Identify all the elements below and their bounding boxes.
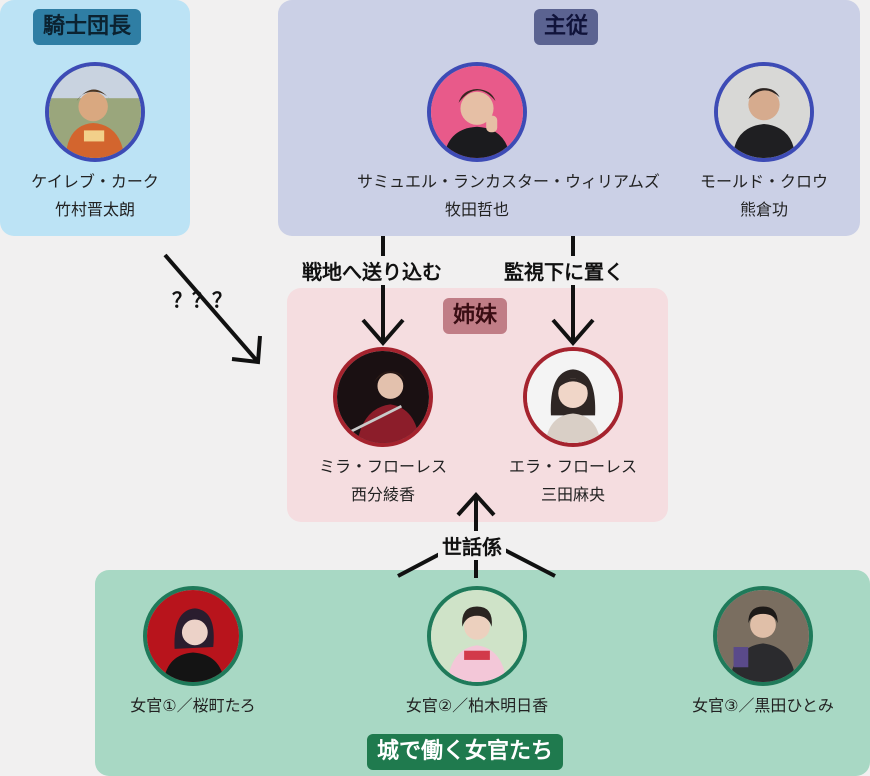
- person-maid2: 女官②／柏木明日香: [357, 586, 597, 720]
- avatar-maid2: [427, 586, 527, 686]
- portrait-icon: [431, 590, 523, 682]
- person-maid1: 女官①／桜町たろ: [73, 586, 313, 720]
- arrow-put-under-surveillance: [551, 236, 595, 347]
- character-name: エラ・フローレス: [508, 457, 637, 476]
- person-maid3: 女官③／黒田ひとみ: [643, 586, 870, 720]
- relation-label-watch: 監視下に置く: [500, 256, 628, 285]
- maid-name: 女官②／柏木明日香: [405, 696, 549, 715]
- avatar-maid3: [713, 586, 813, 686]
- actor-name: 三田麻央: [540, 485, 605, 504]
- relation-label-unknown: ？？？: [172, 288, 232, 312]
- group-title-master-servant: 主従: [534, 9, 599, 45]
- group-title-knight-captain: 騎士団長: [33, 9, 142, 45]
- avatar-mould: [714, 62, 814, 162]
- avatar-caleb: [45, 62, 145, 162]
- person-era: エラ・フローレス 三田麻央: [453, 347, 693, 509]
- portrait-icon: [147, 590, 239, 682]
- portrait-icon: [431, 66, 523, 158]
- actor-name: 熊倉功: [739, 200, 788, 219]
- maid-name: 女官①／桜町たろ: [130, 696, 256, 715]
- person-mira: ミラ・フローレス 西分綾香: [263, 347, 503, 509]
- group-title-court-ladies: 城で働く女官たち: [367, 734, 564, 770]
- character-name: ミラ・フローレス: [318, 457, 447, 476]
- avatar-samuel: [427, 62, 527, 162]
- avatar-maid1: [143, 586, 243, 686]
- group-title-sisters: 姉妹: [443, 298, 508, 334]
- portrait-icon: [717, 590, 809, 682]
- relation-label-care: 世話係: [438, 531, 506, 560]
- portrait-icon: [337, 351, 429, 443]
- person-caleb: ケイレブ・カーク 竹村晋太朗: [0, 62, 215, 224]
- arrow-unknown-relation: [163, 253, 262, 365]
- character-name: モールド・クロウ: [699, 172, 828, 191]
- actor-name: 竹村晋太朗: [54, 200, 135, 219]
- actor-name: 牧田哲也: [444, 200, 509, 219]
- character-name: サミュエル・ランカスター・ウィリアムズ: [357, 172, 660, 191]
- person-samuel: サミュエル・ランカスター・ウィリアムズ 牧田哲也: [357, 62, 660, 224]
- avatar-era: [523, 347, 623, 447]
- actor-name: 西分綾香: [350, 485, 415, 504]
- person-mould: モールド・クロウ 熊倉功: [644, 62, 870, 224]
- portrait-icon: [49, 66, 141, 158]
- avatar-mira: [333, 347, 433, 447]
- maid-name: 女官③／黒田ひとみ: [692, 696, 834, 715]
- arrow-send-to-battlefield: [361, 236, 405, 347]
- portrait-icon: [718, 66, 810, 158]
- portrait-icon: [527, 351, 619, 443]
- character-name: ケイレブ・カーク: [31, 172, 159, 191]
- relation-label-send: 戦地へ送り込む: [298, 256, 446, 285]
